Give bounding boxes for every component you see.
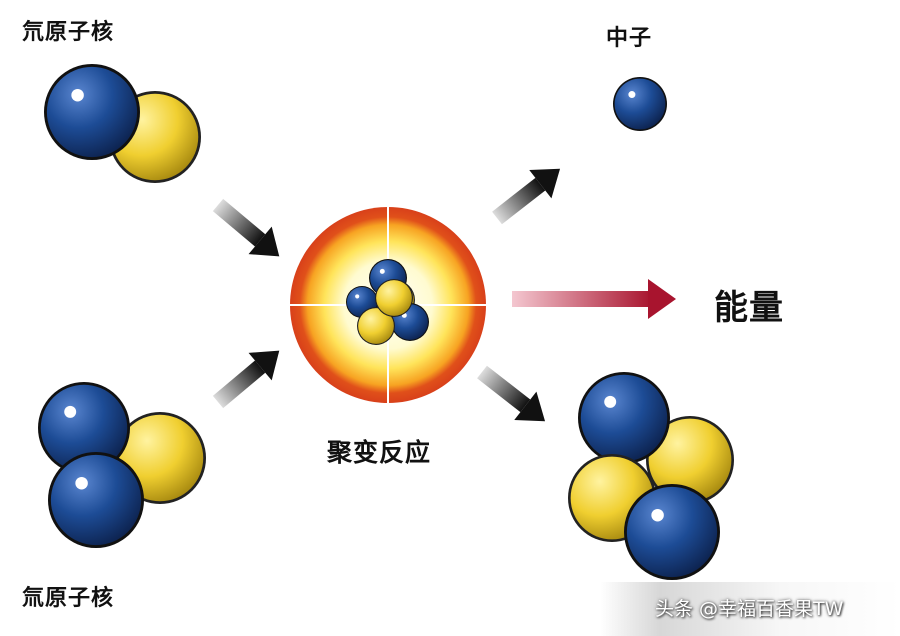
arrow-in-top [212, 198, 280, 257]
neutron-label: 中子 [606, 26, 653, 51]
tritium-label: 氚原子核 [22, 586, 115, 611]
deuterium-nucleus [44, 64, 201, 183]
arrow-out-neutron [492, 168, 561, 225]
arrow-out-helium [477, 365, 546, 422]
fusion-label: 聚变反应 [327, 438, 432, 467]
deuterium-label: 氘原子核 [22, 20, 115, 45]
neutron-particle [613, 77, 667, 131]
arrow-in-bottom [212, 350, 280, 409]
watermark: 头条 @幸福百香果TW [655, 598, 844, 620]
tritium-nucleus [38, 382, 206, 548]
helium-nucleus [568, 372, 734, 580]
watermark-background [600, 582, 900, 636]
fusion-burst [290, 207, 486, 403]
energy-arrow [512, 279, 676, 319]
energy-label: 能量 [714, 288, 784, 328]
